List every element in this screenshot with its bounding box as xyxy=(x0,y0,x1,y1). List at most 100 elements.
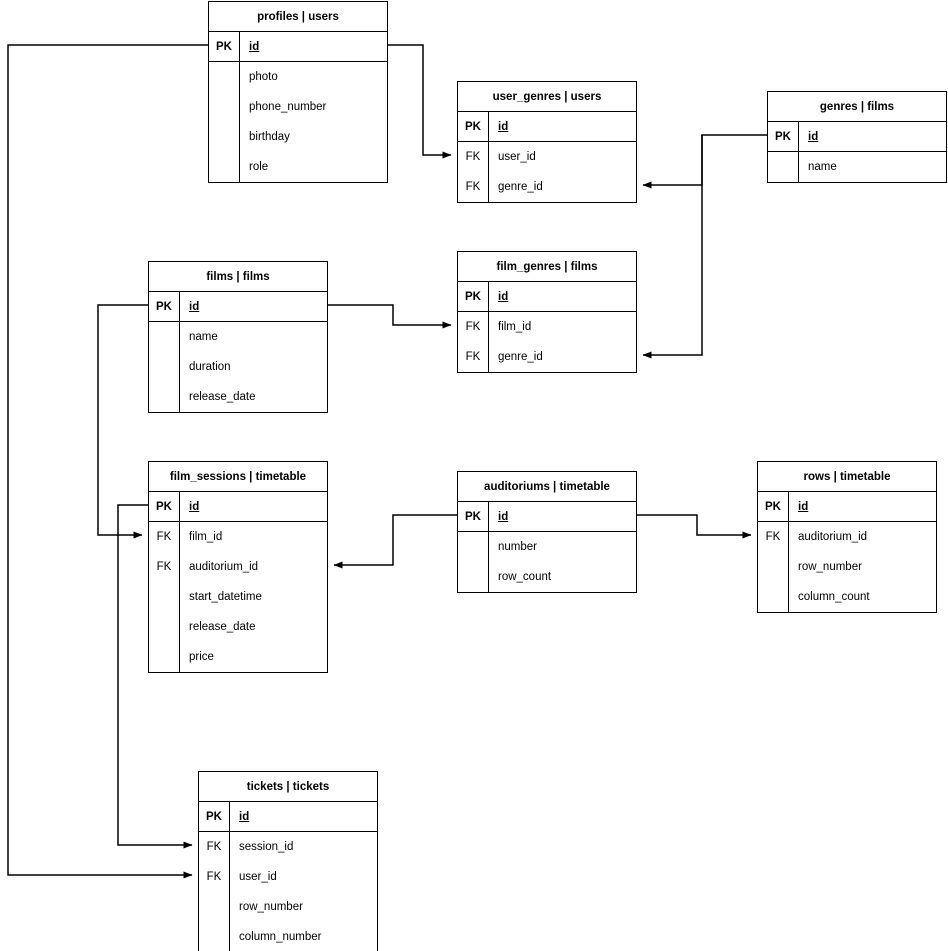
attribute-key-badge: FK xyxy=(458,342,489,372)
attribute-row[interactable]: row_number xyxy=(199,892,377,922)
attribute-row[interactable]: PK id xyxy=(458,502,636,532)
entity-title-film_sessions: film_sessions | timetable xyxy=(149,462,327,492)
attribute-name: row_number xyxy=(798,561,862,573)
attribute-row[interactable]: photo xyxy=(209,62,387,92)
attribute-name: phone_number xyxy=(249,101,327,113)
attribute-name: duration xyxy=(189,361,231,373)
attribute-key-badge: FK xyxy=(199,862,230,892)
entity-title-tickets: tickets | tickets xyxy=(199,772,377,802)
attribute-name: row_count xyxy=(498,571,552,583)
attribute-key-badge: PK xyxy=(149,492,180,521)
attribute-name: name xyxy=(189,331,218,343)
attribute-key-badge xyxy=(768,152,799,182)
attribute-key-badge xyxy=(758,552,789,582)
attribute-name: id xyxy=(189,500,200,513)
attribute-row[interactable]: role xyxy=(209,152,387,182)
attribute-name: auditorium_id xyxy=(798,531,868,543)
attribute-row[interactable]: FK genre_id xyxy=(458,172,636,202)
attribute-name: price xyxy=(189,651,214,663)
attribute-row[interactable]: phone_number xyxy=(209,92,387,122)
attribute-row[interactable]: column_number xyxy=(199,922,377,951)
attribute-key-badge xyxy=(199,892,230,922)
attribute-row[interactable]: FK auditorium_id xyxy=(149,552,327,582)
attribute-name: id xyxy=(249,40,260,53)
attribute-row[interactable]: PK id xyxy=(199,802,377,832)
connector-films-id-to-film_sessions-film_id xyxy=(97,304,148,539)
attribute-name: id xyxy=(808,130,819,143)
attribute-name: id xyxy=(498,120,509,133)
attribute-row[interactable]: number xyxy=(458,532,636,562)
attribute-name: id xyxy=(498,510,509,523)
attribute-key-badge: PK xyxy=(758,492,789,521)
attribute-name: id xyxy=(239,810,250,823)
attribute-row[interactable]: row_number xyxy=(758,552,936,582)
entity-title-films: films | films xyxy=(149,262,327,292)
attribute-key-badge xyxy=(149,322,180,352)
attribute-row[interactable]: PK id xyxy=(758,492,936,522)
attribute-key-badge xyxy=(209,122,240,152)
attribute-key-badge: FK xyxy=(458,312,489,342)
attribute-name: start_datetime xyxy=(189,591,262,603)
attribute-row[interactable]: name xyxy=(768,152,946,182)
attribute-key-badge: PK xyxy=(209,32,240,61)
attribute-row[interactable]: column_count xyxy=(758,582,936,612)
attribute-name: birthday xyxy=(249,131,290,143)
attribute-row[interactable]: release_date xyxy=(149,612,327,642)
attribute-name: name xyxy=(808,161,837,173)
attribute-name: photo xyxy=(249,71,278,83)
attribute-row[interactable]: PK id xyxy=(149,492,327,522)
attribute-key-badge: FK xyxy=(458,142,489,172)
attribute-name: release_date xyxy=(189,621,256,633)
attribute-row[interactable]: PK id xyxy=(209,32,387,62)
attribute-name: column_number xyxy=(239,931,322,943)
attribute-row[interactable]: name xyxy=(149,322,327,352)
attribute-row[interactable]: start_datetime xyxy=(149,582,327,612)
attribute-name: genre_id xyxy=(498,181,543,193)
attribute-key-badge xyxy=(199,922,230,951)
entity-title-auditoriums: auditoriums | timetable xyxy=(458,472,636,502)
entity-title-rows: rows | timetable xyxy=(758,462,936,492)
attribute-name: release_date xyxy=(189,391,256,403)
attribute-name: number xyxy=(498,541,537,553)
attribute-row[interactable]: release_date xyxy=(149,382,327,412)
attribute-key-badge: FK xyxy=(458,172,489,202)
attribute-key-badge: PK xyxy=(149,292,180,321)
attribute-name: id xyxy=(798,500,809,513)
connector-films-id-to-film_genres-film_id xyxy=(328,304,452,329)
attribute-key-badge: FK xyxy=(149,552,180,582)
attribute-name: auditorium_id xyxy=(189,561,259,573)
attribute-key-badge xyxy=(458,562,489,592)
attribute-row[interactable]: duration xyxy=(149,352,327,382)
attribute-key-badge: PK xyxy=(458,502,489,531)
attribute-key-badge: PK xyxy=(199,802,230,831)
attribute-key-badge: FK xyxy=(149,522,180,552)
attribute-row[interactable]: price xyxy=(149,642,327,672)
connector-auditoriums-id-to-film_sessions-auditorium_id xyxy=(333,514,457,569)
attribute-key-badge: FK xyxy=(199,832,230,862)
attribute-key-badge xyxy=(149,352,180,382)
attribute-row[interactable]: birthday xyxy=(209,122,387,152)
attribute-row[interactable]: row_count xyxy=(458,562,636,592)
attribute-row[interactable]: FK auditorium_id xyxy=(758,522,936,552)
attribute-key-badge: FK xyxy=(758,522,789,552)
